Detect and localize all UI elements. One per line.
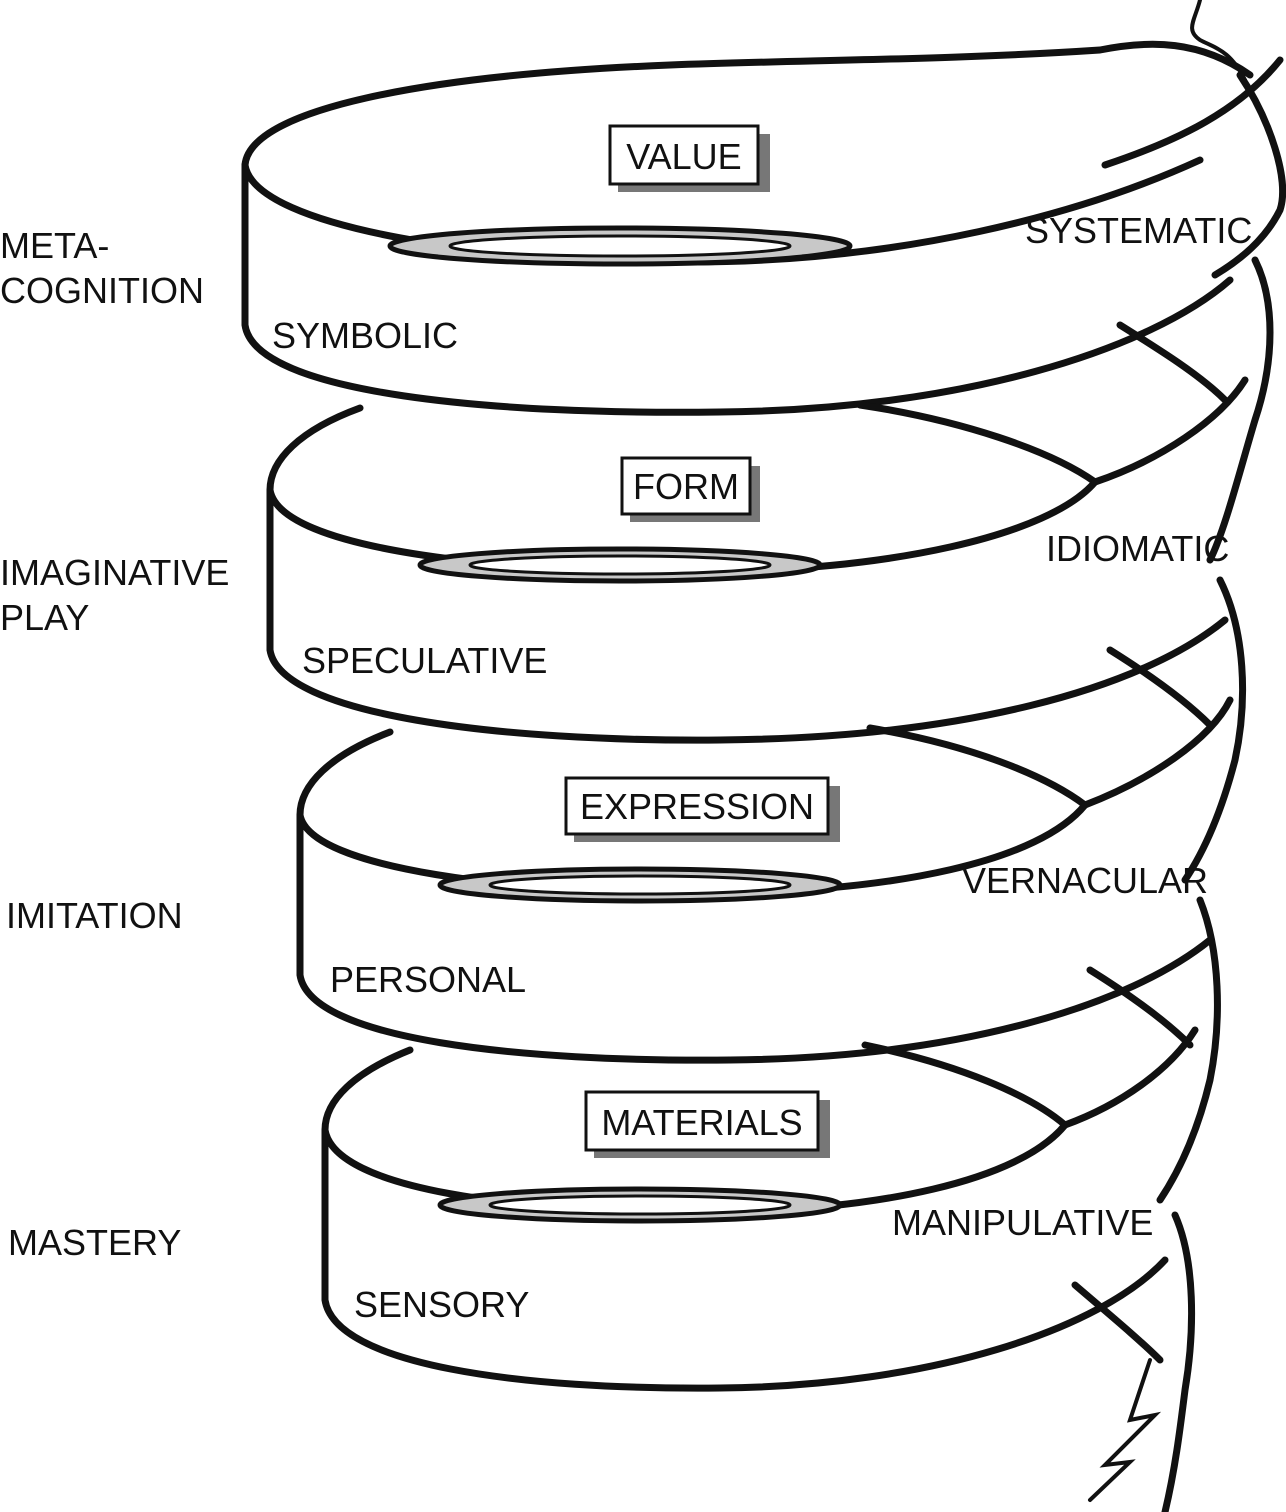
manipulative-label: MANIPULATIVE [892,1202,1153,1243]
coil-expression [296,576,1247,1064]
value-label: VALUE [626,136,741,177]
coil-value [241,0,1286,416]
personal-label: PERSONAL [330,959,526,1000]
idiomatic-label: IDIOMATIC [1046,528,1229,569]
materials-label: MATERIALS [601,1102,802,1143]
mastery-label: MASTERY [8,1222,181,1263]
imitation-label: IMITATION [6,895,183,936]
imaginative-label-line1: IMAGINATIVE [0,552,229,593]
coil-materials [321,896,1221,1512]
vernacular-label: VERNACULAR [962,860,1208,901]
form-box: FORM [620,456,760,522]
symbolic-label: SYMBOLIC [272,315,458,356]
speculative-label: SPECULATIVE [302,640,547,681]
value-box: VALUE [608,124,770,192]
systematic-label: SYSTEMATIC [1025,210,1252,251]
materials-box: MATERIALS [584,1090,830,1158]
sensory-label: SENSORY [354,1284,529,1325]
form-label: FORM [633,466,739,507]
expression-box: EXPRESSION [564,776,840,842]
imaginative-label-line2: PLAY [0,597,89,638]
coil-form [266,256,1274,744]
expression-label: EXPRESSION [580,786,814,827]
meta-label-line2: COGNITION [0,270,204,311]
meta-label-line1: META- [0,225,109,266]
